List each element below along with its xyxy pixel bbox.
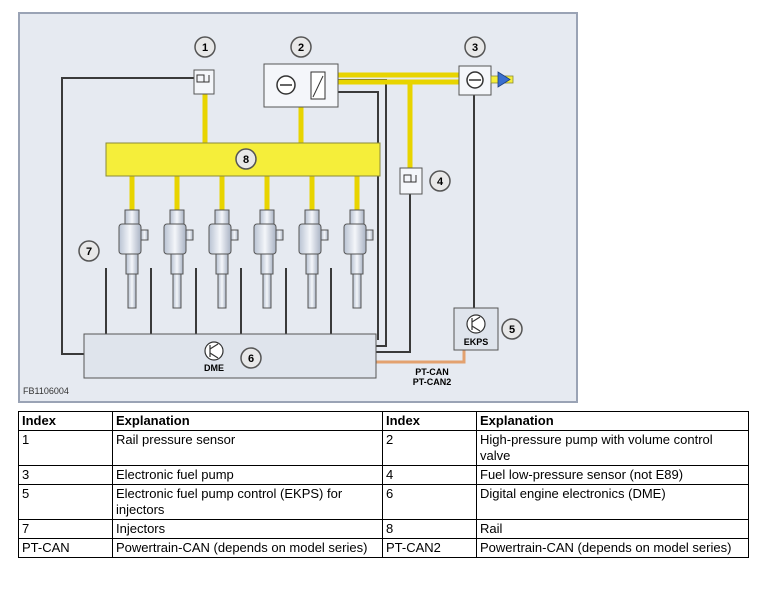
cell-index: 5 — [18, 484, 113, 520]
cell-explanation: Electronic fuel pump — [112, 465, 383, 485]
table-row: 5 Electronic fuel pump control (EKPS) fo… — [18, 484, 749, 520]
injector-icon — [253, 209, 284, 309]
cell-explanation: Rail — [476, 519, 749, 539]
svg-text:2: 2 — [298, 42, 304, 54]
cell-index: 1 — [18, 430, 113, 466]
table-row: 3 Electronic fuel pump 4 Fuel low-pressu… — [18, 465, 749, 485]
header-index: Index — [382, 411, 477, 431]
high-pressure-pump — [263, 63, 339, 108]
header-explanation: Explanation — [476, 411, 749, 431]
callout-8: 8 — [235, 148, 257, 170]
header-explanation: Explanation — [112, 411, 383, 431]
injector-icon — [298, 209, 329, 309]
cell-explanation: High-pressure pump with volume control v… — [476, 430, 749, 466]
callout-4: 4 — [429, 170, 451, 192]
ptcan2-label: PT-CAN2 — [413, 377, 452, 387]
svg-text:5: 5 — [509, 324, 515, 336]
pump-motor-icon — [276, 75, 296, 95]
cell-explanation: Digital engine electronics (DME) — [476, 484, 749, 520]
cell-explanation: Injectors — [112, 519, 383, 539]
fuel-system-diagram: EKPS DME PT-CAN PT-CAN2 1 2 3 4 — [18, 12, 578, 403]
transistor-icon — [466, 314, 486, 334]
low-pressure-sensor-icon — [403, 174, 417, 183]
callout-7: 7 — [78, 240, 100, 262]
svg-text:6: 6 — [248, 353, 254, 365]
fuel-lines — [129, 72, 462, 212]
callout-6: 6 — [240, 347, 262, 369]
callout-1: 1 — [194, 36, 216, 58]
cell-index: 2 — [382, 430, 477, 466]
cell-index: PT-CAN2 — [382, 538, 477, 558]
cell-explanation: Powertrain-CAN (depends on model series) — [476, 538, 749, 558]
cell-index: PT-CAN — [18, 538, 113, 558]
cell-explanation: Fuel low-pressure sensor (not E89) — [476, 465, 749, 485]
ekps-label: EKPS — [464, 337, 489, 347]
table-row: PT-CAN Powertrain-CAN (depends on model … — [18, 538, 749, 558]
cell-explanation: Rail pressure sensor — [112, 430, 383, 466]
figure-id: FB1106004 — [23, 386, 69, 396]
dme-module: DME — [83, 333, 377, 379]
table-header-row: Index Explanation Index Explanation — [18, 411, 749, 431]
cell-index: 6 — [382, 484, 477, 520]
callout-2: 2 — [290, 36, 312, 58]
injector-icon — [343, 209, 374, 309]
svg-text:4: 4 — [437, 176, 444, 188]
rail-pressure-sensor — [193, 69, 215, 95]
svg-text:1: 1 — [202, 42, 208, 54]
table-row: 1 Rail pressure sensor 2 High-pressure p… — [18, 430, 749, 466]
cell-explanation: Electronic fuel pump control (EKPS) for … — [112, 484, 383, 520]
svg-text:7: 7 — [86, 246, 92, 258]
ekps-module: EKPS — [453, 307, 499, 351]
dme-label: DME — [204, 363, 224, 373]
ptcan-label: PT-CAN — [415, 367, 449, 377]
injectors — [118, 209, 374, 309]
cell-explanation: Powertrain-CAN (depends on model series) — [112, 538, 383, 558]
electronic-fuel-pump — [458, 65, 514, 96]
fuel-pump-icon — [466, 71, 484, 89]
injector-icon — [118, 209, 149, 309]
svg-text:8: 8 — [243, 154, 249, 166]
header-index: Index — [18, 411, 113, 431]
callouts: 1 2 3 4 5 6 7 8 — [78, 36, 523, 369]
table-row: 7 Injectors 8 Rail — [18, 519, 749, 539]
cell-index: 4 — [382, 465, 477, 485]
control-valve-icon — [310, 71, 326, 100]
callout-5: 5 — [501, 318, 523, 340]
transistor-icon — [204, 341, 224, 361]
legend-table: Index Explanation Index Explanation 1 Ra… — [18, 411, 749, 558]
svg-text:3: 3 — [472, 42, 478, 54]
callout-3: 3 — [464, 36, 486, 58]
injector-icon — [163, 209, 194, 309]
fuel-low-pressure-sensor — [399, 167, 423, 195]
cell-index: 8 — [382, 519, 477, 539]
pressure-sensor-icon — [196, 74, 210, 83]
cell-index: 3 — [18, 465, 113, 485]
cell-index: 7 — [18, 519, 113, 539]
injector-icon — [208, 209, 239, 309]
